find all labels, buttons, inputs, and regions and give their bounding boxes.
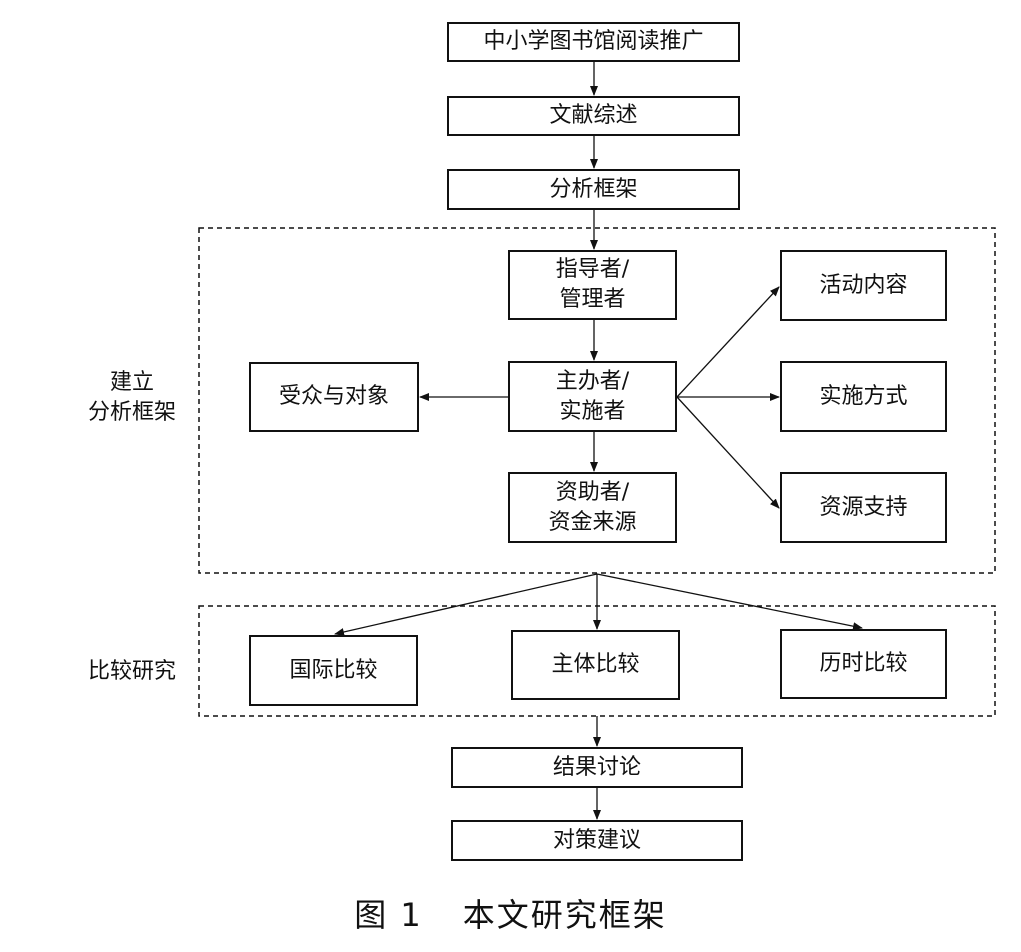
node-activity-content: 活动内容: [780, 250, 947, 321]
edge-framework-history: [596, 573, 863, 631]
node-guide-manager: 指导者/ 管理者: [508, 250, 677, 320]
framework-group-border: [198, 227, 996, 574]
node-international-comparison: 国际比较: [249, 635, 418, 706]
node-historical-comparison: 历时比较: [780, 629, 947, 699]
node-audience: 受众与对象: [249, 362, 419, 432]
figure-title: 本文研究框架: [462, 896, 667, 934]
node-analysis-framework: 分析框架: [447, 169, 740, 210]
edge-framework-intl: [334, 573, 598, 636]
edge-organizer-resource: [676, 396, 780, 509]
node-funder-source: 资助者/ 资金来源: [508, 472, 677, 543]
node-literature-review: 文献综述: [447, 96, 740, 136]
node-subject-comparison: 主体比较: [511, 630, 680, 700]
node-resource-support: 资源支持: [780, 472, 947, 543]
edge-organizer-content: [676, 286, 780, 398]
figure-number: 图 1: [354, 896, 423, 934]
group-label-framework: 建立 分析框架: [87, 370, 176, 425]
node-result-discussion: 结果讨论: [451, 747, 743, 788]
node-implementation-method: 实施方式: [780, 361, 947, 432]
node-reading-promotion: 中小学图书馆阅读推广: [447, 22, 740, 62]
group-label-compare: 比较研究: [87, 659, 176, 684]
figure-caption: 图 1 本文研究框架: [0, 890, 1021, 936]
node-policy-suggestion: 对策建议: [451, 820, 743, 861]
node-organizer-implementer: 主办者/ 实施者: [508, 361, 677, 432]
